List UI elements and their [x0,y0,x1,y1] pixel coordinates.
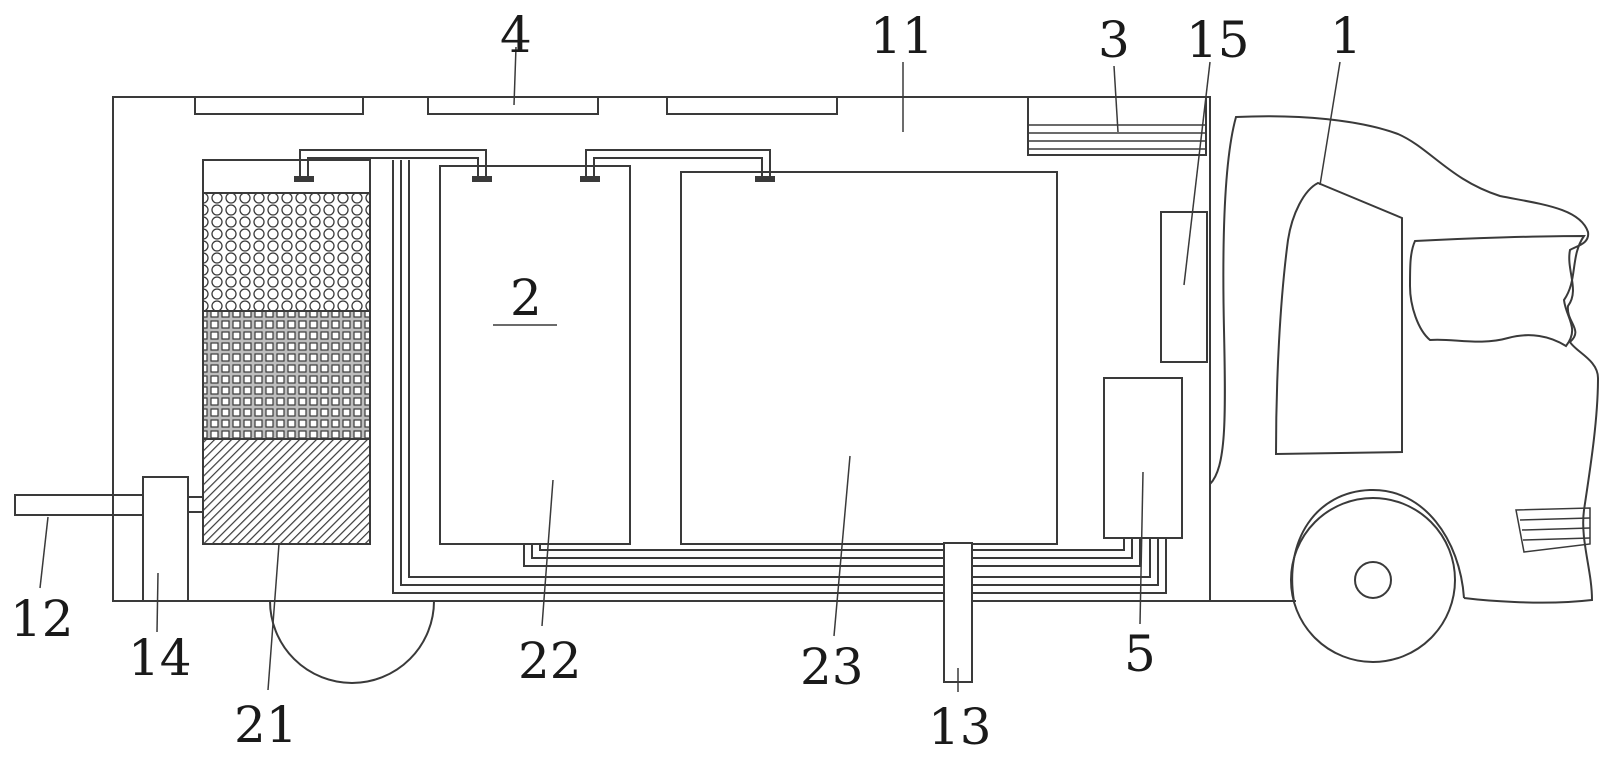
label-3: 3 [1098,11,1130,69]
filter-tower [202,159,371,545]
pump-connector [187,496,204,513]
control-box [1103,377,1183,539]
pump-14 [142,476,189,602]
carriage-body [112,96,1211,602]
label-22: 22 [518,632,582,690]
roof-panel-2 [427,96,599,115]
label-11: 11 [870,7,934,65]
box-15 [1160,211,1208,363]
label-14: 14 [128,629,192,687]
label-5: 5 [1124,625,1156,683]
label-15: 15 [1186,11,1250,69]
top-pipe-left [294,149,492,182]
label-13: 13 [928,698,992,756]
label-2: 2 [510,269,542,327]
label-4: 4 [500,6,532,64]
truck-cab [1209,115,1600,663]
outlet-pipe [943,542,973,683]
leader-lines [39,46,1341,692]
top-pipe-right [580,149,775,182]
roof-panel-3 [666,96,838,115]
label-1: 1 [1330,7,1362,65]
label-12: 12 [10,590,74,648]
rear-wheel [269,600,435,684]
inlet-pipe [14,494,144,516]
pipe-network [392,160,1167,594]
label-23: 23 [800,638,864,696]
tank-23 [680,171,1058,545]
label-21: 21 [234,696,298,754]
roof-panel-1 [194,96,364,115]
tank-22 [439,165,631,545]
